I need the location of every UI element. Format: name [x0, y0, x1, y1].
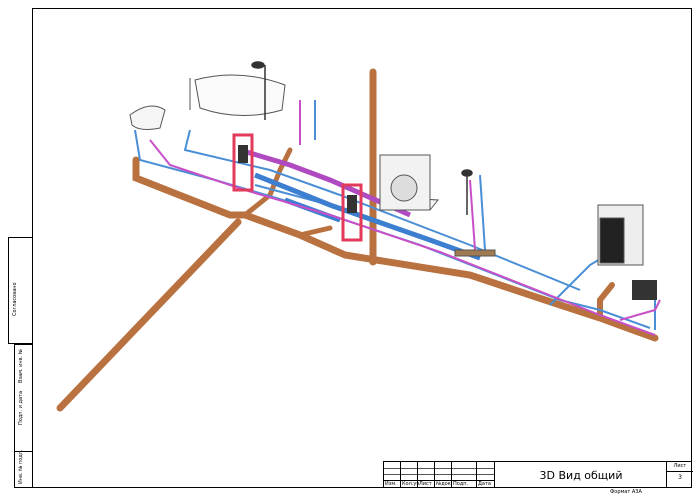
col-list: Лист [419, 481, 432, 487]
agreed-label: Согласовано [12, 282, 18, 316]
sewer-main-diagonal [56, 218, 242, 412]
col-izm: Изм. [385, 481, 397, 487]
agreed-stamp: Согласовано [8, 237, 33, 344]
hot-water-pipes [149, 100, 661, 336]
bathtub [189, 74, 286, 116]
sheet-cell: Лист 3 [666, 462, 693, 488]
sign-date-label: Подп. и дата [18, 390, 24, 425]
col-doc: №док. [436, 481, 453, 487]
format-label: Формат А3А [610, 489, 642, 495]
col-sign: Подп. [453, 481, 469, 487]
sewer-branch-2 [297, 225, 333, 238]
sheet-title: 3D Вид общий [539, 468, 623, 482]
inv-orig-label: Инв. № подл. [18, 449, 24, 485]
washing-machine [379, 154, 431, 211]
title-block: Изм. Кол.уч Лист №док. Подп. Дата 3D Вид… [383, 461, 693, 488]
wc-installations [232, 133, 363, 242]
replace-inv-label: Взам. инв. № [18, 349, 24, 383]
sewer-main-run [132, 156, 659, 342]
wooden-bench [454, 249, 496, 257]
kitchen-sink [632, 280, 657, 300]
col-date: Дата [478, 481, 491, 487]
dishwasher [597, 204, 644, 266]
sheet-label: Лист [667, 463, 693, 472]
col-kol: Кол.уч [402, 481, 420, 487]
sewer-branch-right [597, 282, 615, 321]
cold-water-mains [254, 172, 481, 261]
shower [251, 61, 473, 215]
inv-orig-cell: Инв. № подл. [14, 449, 33, 488]
inventory-stamp: Взам. инв. № Подп. и дата [14, 344, 33, 461]
washbasin [129, 105, 166, 130]
cold-water-pipes [134, 100, 656, 330]
sheet-number: 3 [678, 474, 682, 481]
